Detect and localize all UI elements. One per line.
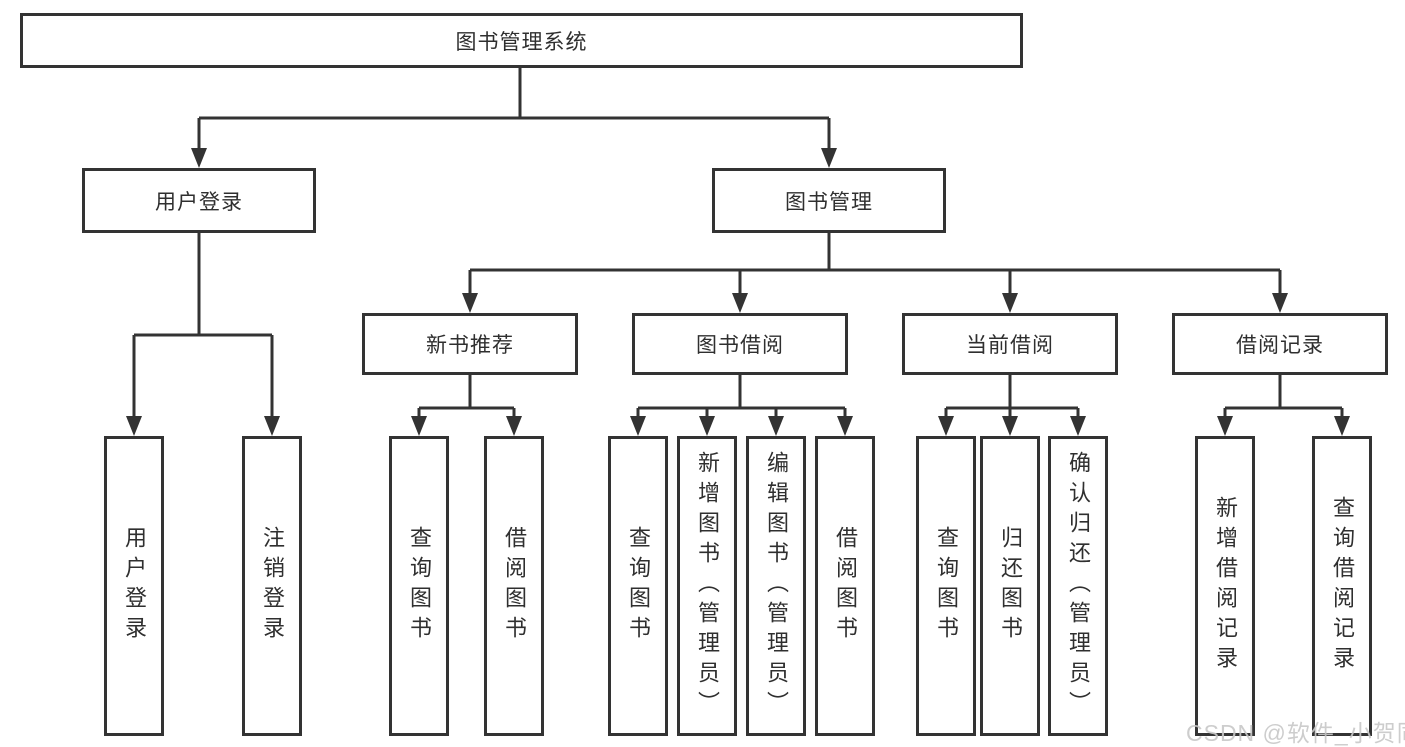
tree-edges [132,68,1344,418]
node-book-management-module: 图书管理 [712,168,946,233]
node-user-login-module: 用户登录 [82,168,316,233]
leaf-nb-query-books: 查询图书 [389,436,449,736]
leaf-nb-borrow-books: 借阅图书 [484,436,544,736]
leaf-bb-query-books: 查询图书 [608,436,668,736]
leaf-br-add-record: 新增借阅记录 [1195,436,1255,736]
leaf-bb-edit-book-admin: 编辑图书（管理员） [746,436,806,736]
leaf-br-query-record: 查询借阅记录 [1312,436,1372,736]
node-borrowing-records: 借阅记录 [1172,313,1388,375]
node-library-management-system: 图书管理系统 [20,13,1023,68]
leaf-cb-return-book: 归还图书 [980,436,1040,736]
node-new-book-recommend: 新书推荐 [362,313,578,375]
csdn-watermark: CSDN @软件_小贺同学 [1186,720,1405,746]
leaf-logout: 注销登录 [242,436,302,736]
leaf-bb-borrow-books: 借阅图书 [815,436,875,736]
leaf-bb-add-book-admin: 新增图书（管理员） [677,436,737,736]
leaf-cb-confirm-return-admin: 确认归还（管理员） [1048,436,1108,736]
leaf-user-login: 用户登录 [104,436,164,736]
node-book-borrowing: 图书借阅 [632,313,848,375]
node-current-borrowing: 当前借阅 [902,313,1118,375]
leaf-cb-query-books: 查询图书 [916,436,976,736]
